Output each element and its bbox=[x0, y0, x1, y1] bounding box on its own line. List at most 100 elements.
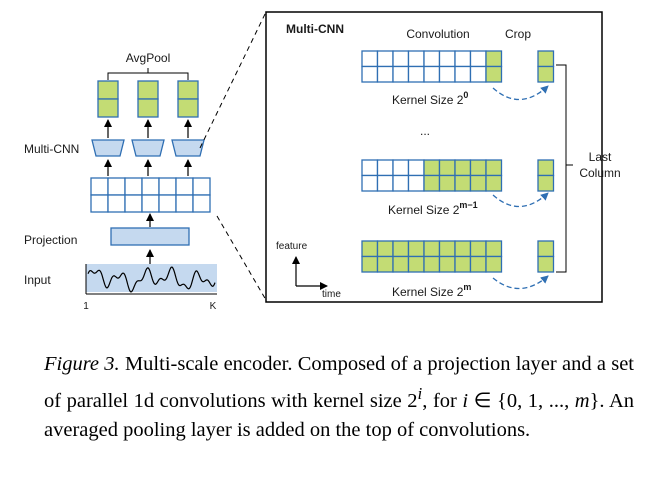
conv-cell bbox=[361, 65, 379, 83]
conv-cell bbox=[361, 255, 379, 273]
pooled-output-1 bbox=[97, 80, 119, 118]
feature-axis-label: feature bbox=[276, 241, 308, 252]
conv-cell bbox=[469, 159, 487, 177]
conv-cell bbox=[423, 65, 441, 83]
conv-cell bbox=[485, 174, 503, 192]
conv-cell bbox=[485, 159, 503, 177]
avgpool-bracket bbox=[107, 68, 189, 80]
input-signal-wave bbox=[87, 266, 216, 293]
conv-cell bbox=[454, 240, 472, 258]
conv-cell bbox=[438, 50, 456, 68]
conv-cell bbox=[423, 159, 441, 177]
caption-text: Multi-scale encoder. Composed of a proje… bbox=[44, 353, 634, 412]
conv-cell bbox=[407, 50, 425, 68]
multicnn-detail-panel bbox=[265, 11, 603, 303]
crop-cell bbox=[537, 50, 555, 68]
feature-cell bbox=[124, 194, 143, 213]
projection-label: Projection bbox=[24, 233, 77, 247]
conv-cell bbox=[423, 240, 441, 258]
caption-text-end: }. An averaged pooling layer is added on… bbox=[44, 389, 635, 441]
conv-cell bbox=[438, 240, 456, 258]
conv-cell bbox=[407, 159, 425, 177]
crop-arrow-row1 bbox=[492, 85, 549, 101]
multi-scale-encoder-diagram: AvgPool Multi-CNN Projection Input 1 K bbox=[24, 11, 621, 312]
axis-start-label: 1 bbox=[83, 301, 89, 312]
conv-cell bbox=[392, 255, 410, 273]
conv-cell bbox=[392, 65, 410, 83]
feature-cell bbox=[124, 177, 143, 196]
crop-cell bbox=[537, 159, 555, 177]
feature-cell bbox=[107, 194, 126, 213]
conv-cell bbox=[469, 240, 487, 258]
crop-cell bbox=[537, 174, 555, 192]
feature-cell bbox=[192, 177, 211, 196]
crop-arrow-row3 bbox=[492, 275, 549, 290]
conv-cell bbox=[392, 50, 410, 68]
conv-cell bbox=[361, 174, 379, 192]
conv-cell bbox=[423, 50, 441, 68]
conv-cell bbox=[454, 159, 472, 177]
conv-cell bbox=[407, 65, 425, 83]
conv-cell bbox=[376, 65, 394, 83]
last-column-label-1: Last bbox=[589, 150, 612, 164]
caption-label: Figure 3. bbox=[44, 353, 120, 375]
caption-sup: i bbox=[417, 384, 423, 403]
conv-cell bbox=[454, 50, 472, 68]
crop-column-row2 bbox=[537, 159, 555, 192]
conv-cell bbox=[423, 255, 441, 273]
figure-caption: Figure 3. Multi-scale encoder. Composed … bbox=[44, 350, 634, 445]
conv-row-kernel-m-minus-1 bbox=[361, 159, 503, 192]
conv-cell bbox=[438, 65, 456, 83]
feature-cell bbox=[90, 194, 109, 213]
conv-cell bbox=[469, 174, 487, 192]
kernel-label-row3: Kernel Size 2m bbox=[392, 282, 471, 299]
conv-cell bbox=[469, 65, 487, 83]
conv-cell bbox=[485, 255, 503, 273]
conv-cell bbox=[407, 255, 425, 273]
caption-var-i: i bbox=[462, 389, 469, 412]
pooled-output-2 bbox=[137, 80, 159, 118]
conv-cell bbox=[376, 240, 394, 258]
zoom-line-top bbox=[199, 11, 267, 149]
conv-cell bbox=[392, 240, 410, 258]
conv-cell bbox=[485, 50, 503, 68]
kernel-label-row2: Kernel Size 2m−1 bbox=[388, 200, 478, 217]
conv-cell bbox=[407, 174, 425, 192]
conv-cell bbox=[438, 159, 456, 177]
crop-arrow-row2 bbox=[492, 192, 549, 208]
avgpool-label: AvgPool bbox=[126, 51, 170, 65]
conv-row-kernel-m bbox=[361, 240, 503, 273]
crop-column-row3 bbox=[537, 240, 555, 273]
conv-cell bbox=[392, 159, 410, 177]
conv-cell bbox=[361, 159, 379, 177]
time-axis-label: time bbox=[322, 289, 341, 300]
conv-cell bbox=[469, 255, 487, 273]
conv-cell bbox=[423, 174, 441, 192]
crop-cell bbox=[537, 65, 555, 83]
conv-block-3 bbox=[171, 139, 205, 157]
zoom-line-bottom bbox=[216, 215, 267, 301]
conv-cell bbox=[438, 174, 456, 192]
conv-cell bbox=[392, 174, 410, 192]
caption-var-m: m bbox=[574, 389, 590, 412]
axis-end-label: K bbox=[210, 301, 217, 312]
conv-row-kernel-1 bbox=[361, 50, 503, 83]
conv-cell bbox=[454, 174, 472, 192]
projection-block bbox=[110, 227, 190, 246]
projected-feature-grid bbox=[90, 177, 211, 213]
conv-cell bbox=[469, 50, 487, 68]
conv-cell bbox=[376, 255, 394, 273]
pooled-output-3 bbox=[177, 80, 199, 118]
conv-block-2 bbox=[131, 139, 165, 157]
last-column-label-2: Column bbox=[579, 166, 620, 180]
crop-header: Crop bbox=[505, 27, 531, 41]
conv-cell bbox=[376, 50, 394, 68]
feature-cell bbox=[192, 194, 211, 213]
feature-cell bbox=[175, 177, 194, 196]
crop-cell bbox=[537, 240, 555, 258]
ellipsis: ... bbox=[420, 124, 430, 138]
input-label: Input bbox=[24, 273, 51, 287]
multicnn-label: Multi-CNN bbox=[24, 142, 79, 156]
conv-cell bbox=[376, 174, 394, 192]
conv-cell bbox=[438, 255, 456, 273]
